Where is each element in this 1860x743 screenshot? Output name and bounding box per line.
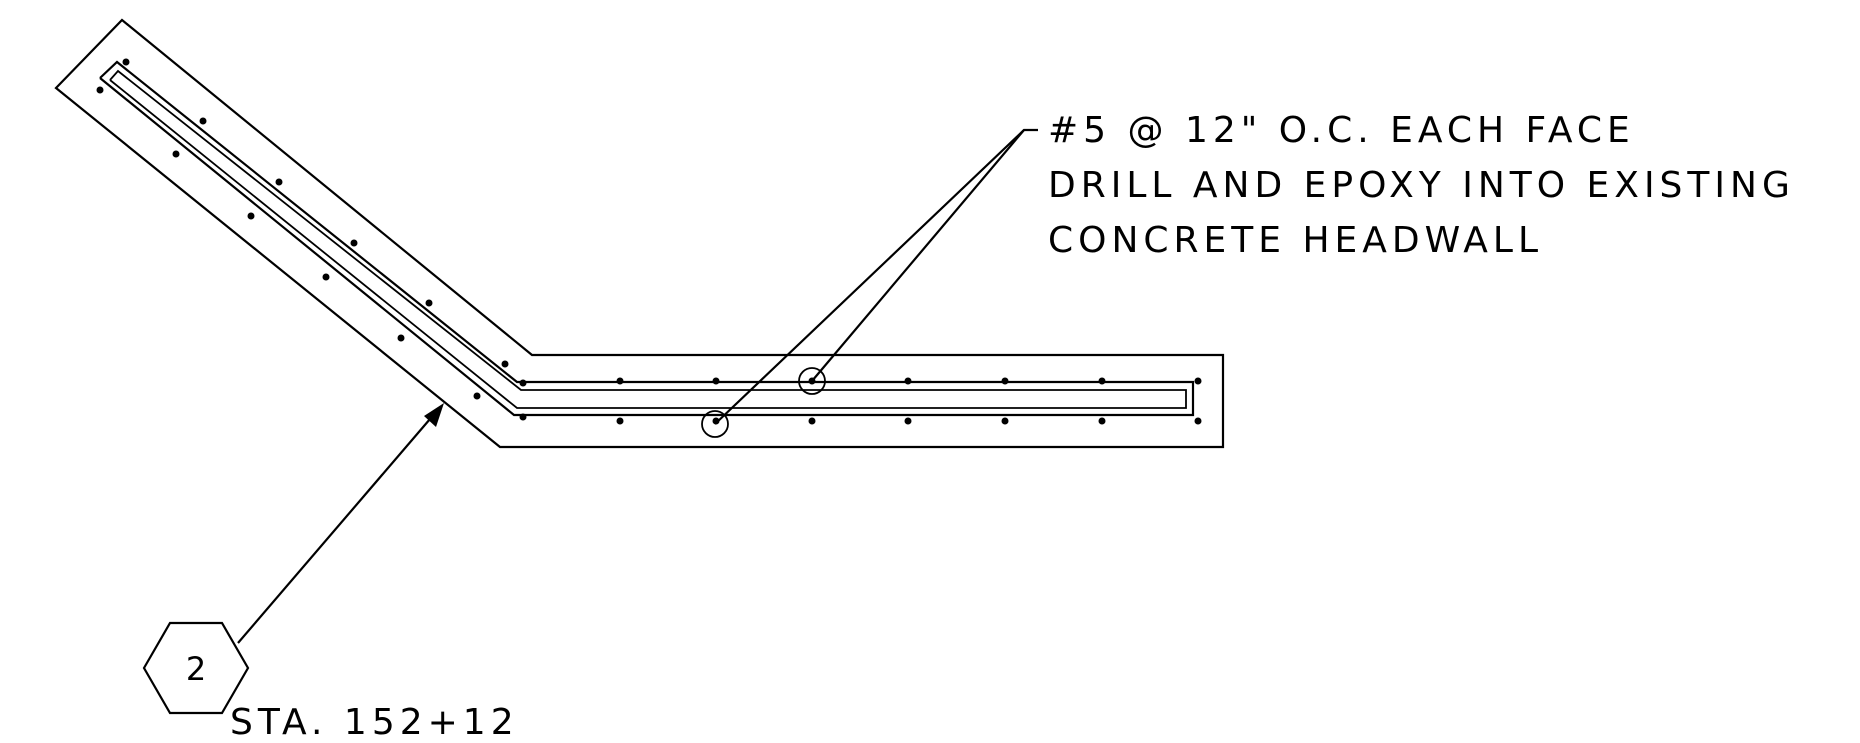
callout-bar-circle-upper	[798, 367, 826, 395]
callout-bar-circle-lower	[701, 410, 729, 438]
rebar-loop-outer	[99, 60, 1195, 417]
callout-leader-upper	[811, 129, 1025, 382]
callout-line-2: DRILL AND EPOXY INTO EXISTING	[1048, 165, 1795, 206]
station-label: STA. 152+12	[230, 702, 519, 743]
station-hexagon-tag	[142, 621, 250, 715]
tag-leader-arrowhead	[424, 403, 444, 427]
callout-line-1: #5 @ 12" O.C. EACH FACE	[1048, 110, 1635, 151]
rebar-loop-inner	[109, 69, 1187, 409]
tag-leader-line	[237, 411, 437, 644]
callout-line-3: CONCRETE HEADWALL	[1048, 220, 1543, 261]
wall-outline	[54, 18, 1225, 449]
callout-leader-lower	[714, 128, 1038, 425]
rebar-dots-upper	[122, 58, 1202, 387]
station-tag-number: 2	[186, 650, 206, 688]
